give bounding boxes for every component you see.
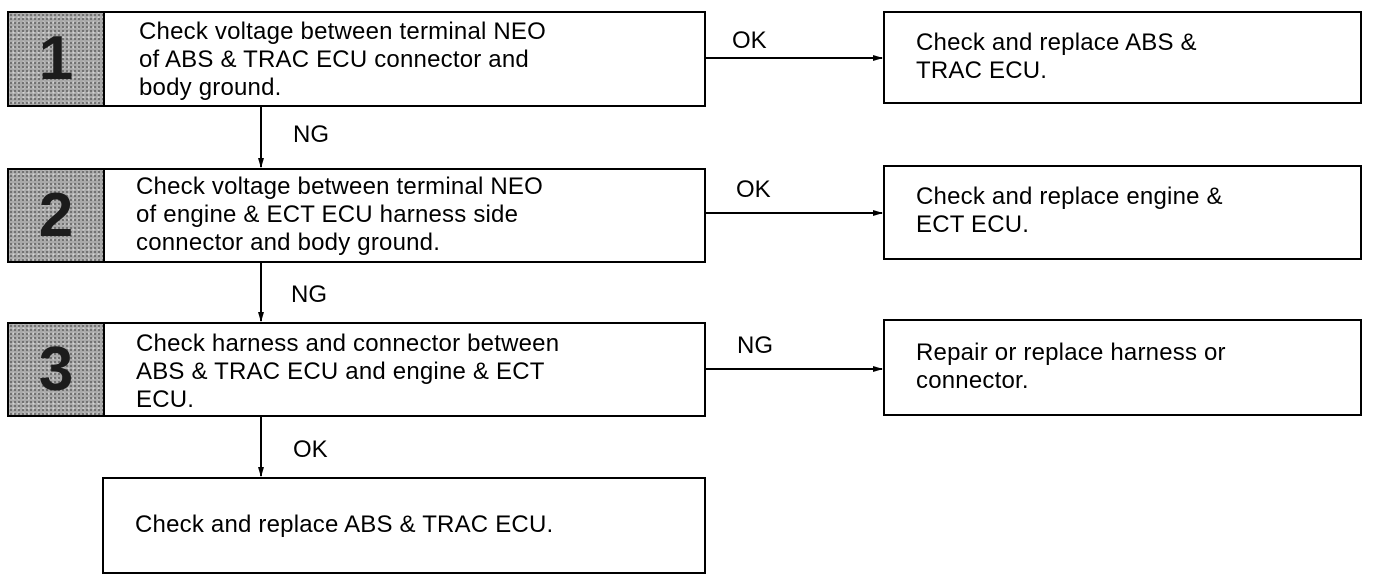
step-3-text: Check harness and connector between ABS … [136, 330, 560, 413]
step-2-box [7, 168, 706, 263]
final-result-box [102, 477, 706, 574]
step-2-result-text: Check and replace engine & ECT ECU. [916, 183, 1223, 238]
step-2-badge: 2 [7, 168, 105, 263]
step-3-number: 3 [38, 334, 74, 404]
step-2-result-box [883, 165, 1362, 260]
step-3-result-box [883, 319, 1362, 416]
step-3-branch-label: NG [737, 332, 773, 359]
step-3-box [7, 322, 706, 417]
step-1-result-box [883, 11, 1362, 104]
step-1-text: Check voltage between terminal NEO of AB… [139, 18, 546, 101]
step-1-next-label: NG [293, 121, 329, 148]
step-3-result-text: Repair or replace harness or connector. [916, 339, 1226, 394]
step-3-next-label: OK [293, 436, 328, 463]
final-result-text: Check and replace ABS & TRAC ECU. [135, 511, 554, 538]
step-2-number: 2 [38, 180, 74, 250]
step-1-result-text: Check and replace ABS & TRAC ECU. [916, 29, 1197, 84]
step-1-branch-label: OK [732, 27, 767, 54]
step-1-box [7, 11, 706, 107]
step-1-badge: 1 [7, 11, 105, 107]
step-3-badge: 3 [7, 322, 105, 417]
step-1-number: 1 [38, 24, 74, 93]
step-2-branch-label: OK [736, 176, 771, 203]
step-2-text: Check voltage between terminal NEO of en… [136, 173, 543, 256]
step-2-next-label: NG [291, 281, 327, 308]
